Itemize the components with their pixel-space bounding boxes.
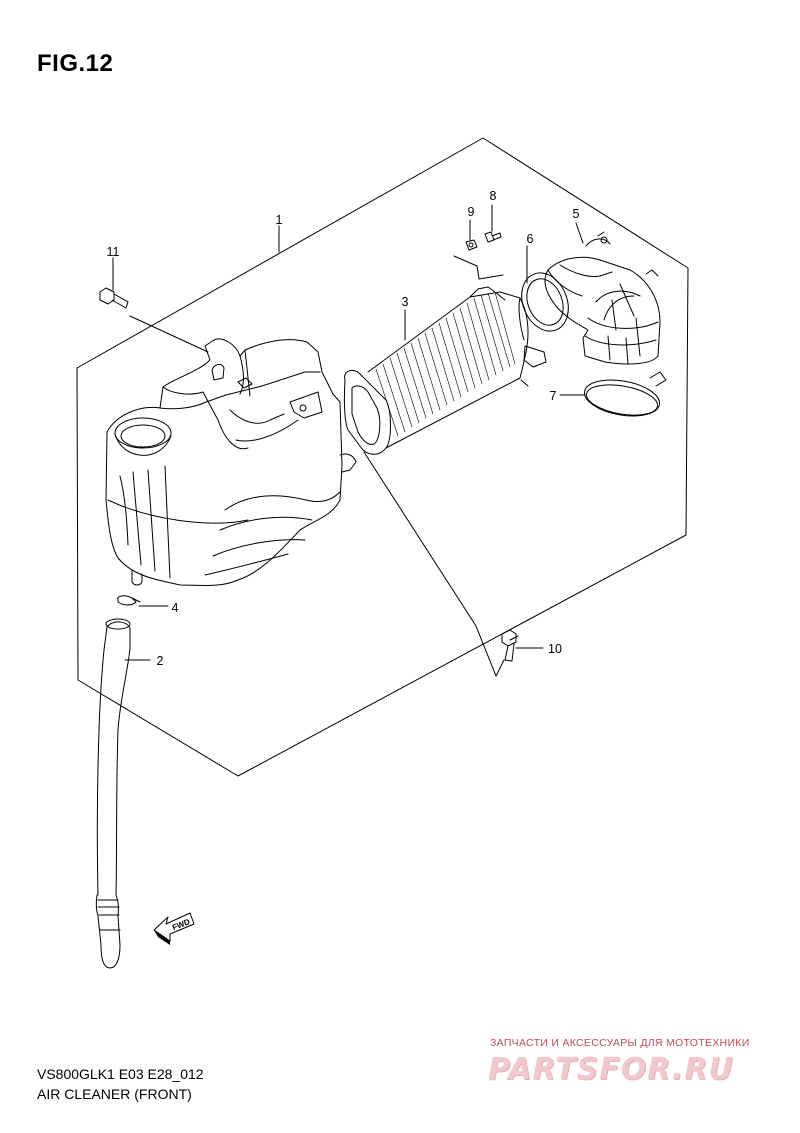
assembly-frame [76,137,689,777]
fwd-label: FWD [171,917,191,932]
callout-5[interactable]: 5 [573,207,580,221]
hose-clamp[interactable] [582,371,667,421]
leader-lines [112,204,586,677]
callout-4[interactable]: 4 [172,601,179,615]
model-code: VS800GLK1 E03 E28_012 [37,1066,204,1082]
callout-3[interactable]: 3 [402,295,409,309]
bolt-11[interactable] [99,287,129,309]
callout-6[interactable]: 6 [527,232,534,246]
callout-10[interactable]: 10 [548,642,562,656]
section-name: AIR CLEANER (FRONT) [37,1086,192,1102]
seal-ring[interactable] [513,266,576,338]
callout-9[interactable]: 9 [468,205,475,219]
callout-2[interactable]: 2 [157,654,164,668]
air-filter-element[interactable] [343,286,547,455]
bolt-10[interactable] [501,629,519,662]
air-cleaner-case[interactable] [105,338,357,587]
callout-11[interactable]: 11 [107,245,120,259]
watermark-tagline: ЗАПЧАСТИ И АКСЕССУАРЫ ДЛЯ МОТОТЕХНИКИ [490,1037,750,1049]
clip[interactable] [117,595,141,606]
callout-8[interactable]: 8 [490,189,497,203]
screw-8[interactable] [484,231,502,243]
fwd-arrow-icon: FWD [153,912,195,945]
washer[interactable] [465,239,478,251]
inlet-duct[interactable] [544,231,661,365]
callout-7[interactable]: 7 [550,389,557,403]
callout-1[interactable]: 1 [276,213,283,227]
figure-title: FIG.12 [37,50,114,77]
drain-hose[interactable] [95,618,131,969]
watermark-logo: PARTSFOR.RU [488,1052,734,1087]
